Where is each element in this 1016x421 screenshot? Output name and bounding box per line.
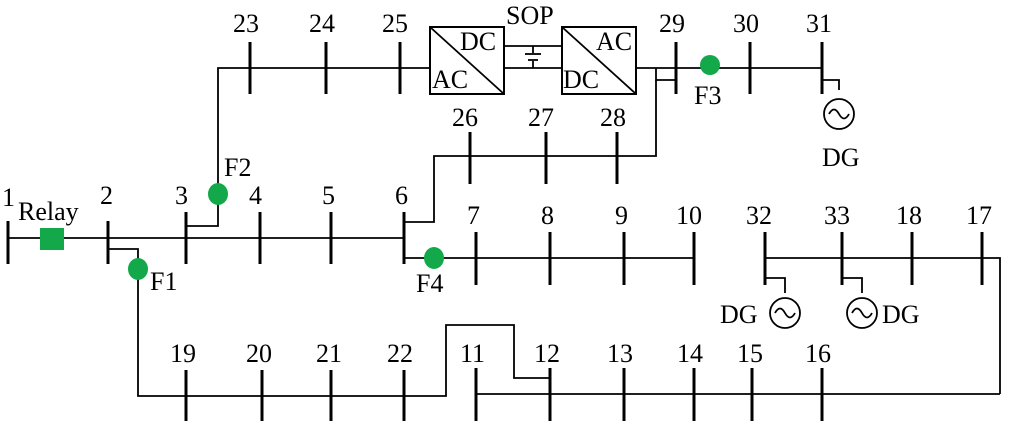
bus-label-28: 28 [600, 103, 626, 132]
bus-label-2: 2 [100, 181, 113, 210]
bus-label-3: 3 [175, 181, 188, 210]
sop-left-bottom-label: AC [432, 65, 468, 94]
bus-label-26: 26 [452, 103, 478, 132]
bus-label-24: 24 [309, 9, 335, 38]
bus-bars [6, 42, 984, 421]
bus-label-18: 18 [896, 201, 922, 230]
fault-marker-f2 [208, 183, 228, 205]
bus-label-6: 6 [395, 181, 408, 210]
bus-label-19: 19 [170, 339, 196, 368]
dg-label: DG [720, 300, 758, 329]
bus-label-13: 13 [607, 339, 633, 368]
bus-label-30: 30 [733, 9, 759, 38]
fault-label-f3: F3 [694, 81, 721, 110]
bus-label-33: 33 [824, 201, 850, 230]
bus-label-11: 11 [460, 339, 485, 368]
bus-labels: 1 2 3 4 5 6 7 8 9 10 32 33 18 17 19 20 2… [2, 9, 992, 368]
bus-label-4: 4 [249, 181, 262, 210]
dg-source-32: DG [720, 297, 801, 329]
dg-label: DG [882, 300, 920, 329]
network-lines [8, 45, 1001, 397]
sop-left-top-label: DC [460, 27, 496, 56]
bus-label-32: 32 [746, 201, 772, 230]
bus-label-31: 31 [806, 9, 832, 38]
bus-label-14: 14 [677, 339, 703, 368]
fault-label-f1: F1 [150, 267, 177, 296]
sop-label: SOP [506, 1, 554, 30]
bus-label-9: 9 [615, 201, 628, 230]
bus-label-27: 27 [528, 103, 554, 132]
bus-label-12: 12 [534, 339, 560, 368]
bus-label-29: 29 [659, 9, 685, 38]
dg-source-31: DG [822, 98, 860, 172]
fault-label-f4: F4 [416, 269, 443, 298]
bus-label-16: 16 [805, 339, 831, 368]
sop-device: SOP DC AC AC DC [429, 1, 637, 95]
bus-label-20: 20 [246, 339, 272, 368]
fault-label-f2: F2 [224, 153, 251, 182]
bus-label-23: 23 [233, 9, 259, 38]
dg-label: DG [822, 143, 860, 172]
relay-label: Relay [18, 197, 79, 226]
bus-label-1: 1 [2, 183, 15, 212]
bus-label-10: 10 [676, 201, 702, 230]
bus-label-22: 22 [387, 339, 413, 368]
fault-marker-f3 [700, 55, 720, 75]
sop-right-bottom-label: DC [563, 65, 599, 94]
bus-label-15: 15 [737, 339, 763, 368]
bus-label-21: 21 [316, 339, 342, 368]
fault-marker-f1 [128, 258, 148, 280]
sop-right-top-label: AC [596, 27, 632, 56]
fault-markers: F1 F2 F3 F4 [128, 55, 721, 298]
dg-source-33: DG [846, 297, 920, 329]
bus-label-8: 8 [541, 201, 554, 230]
bus-label-25: 25 [382, 9, 408, 38]
fault-marker-f4 [424, 247, 444, 269]
relay-marker [40, 228, 64, 250]
bus-label-7: 7 [467, 201, 480, 230]
bus-label-5: 5 [322, 181, 335, 210]
relay: Relay [18, 197, 79, 250]
bus-label-17: 17 [966, 201, 992, 230]
